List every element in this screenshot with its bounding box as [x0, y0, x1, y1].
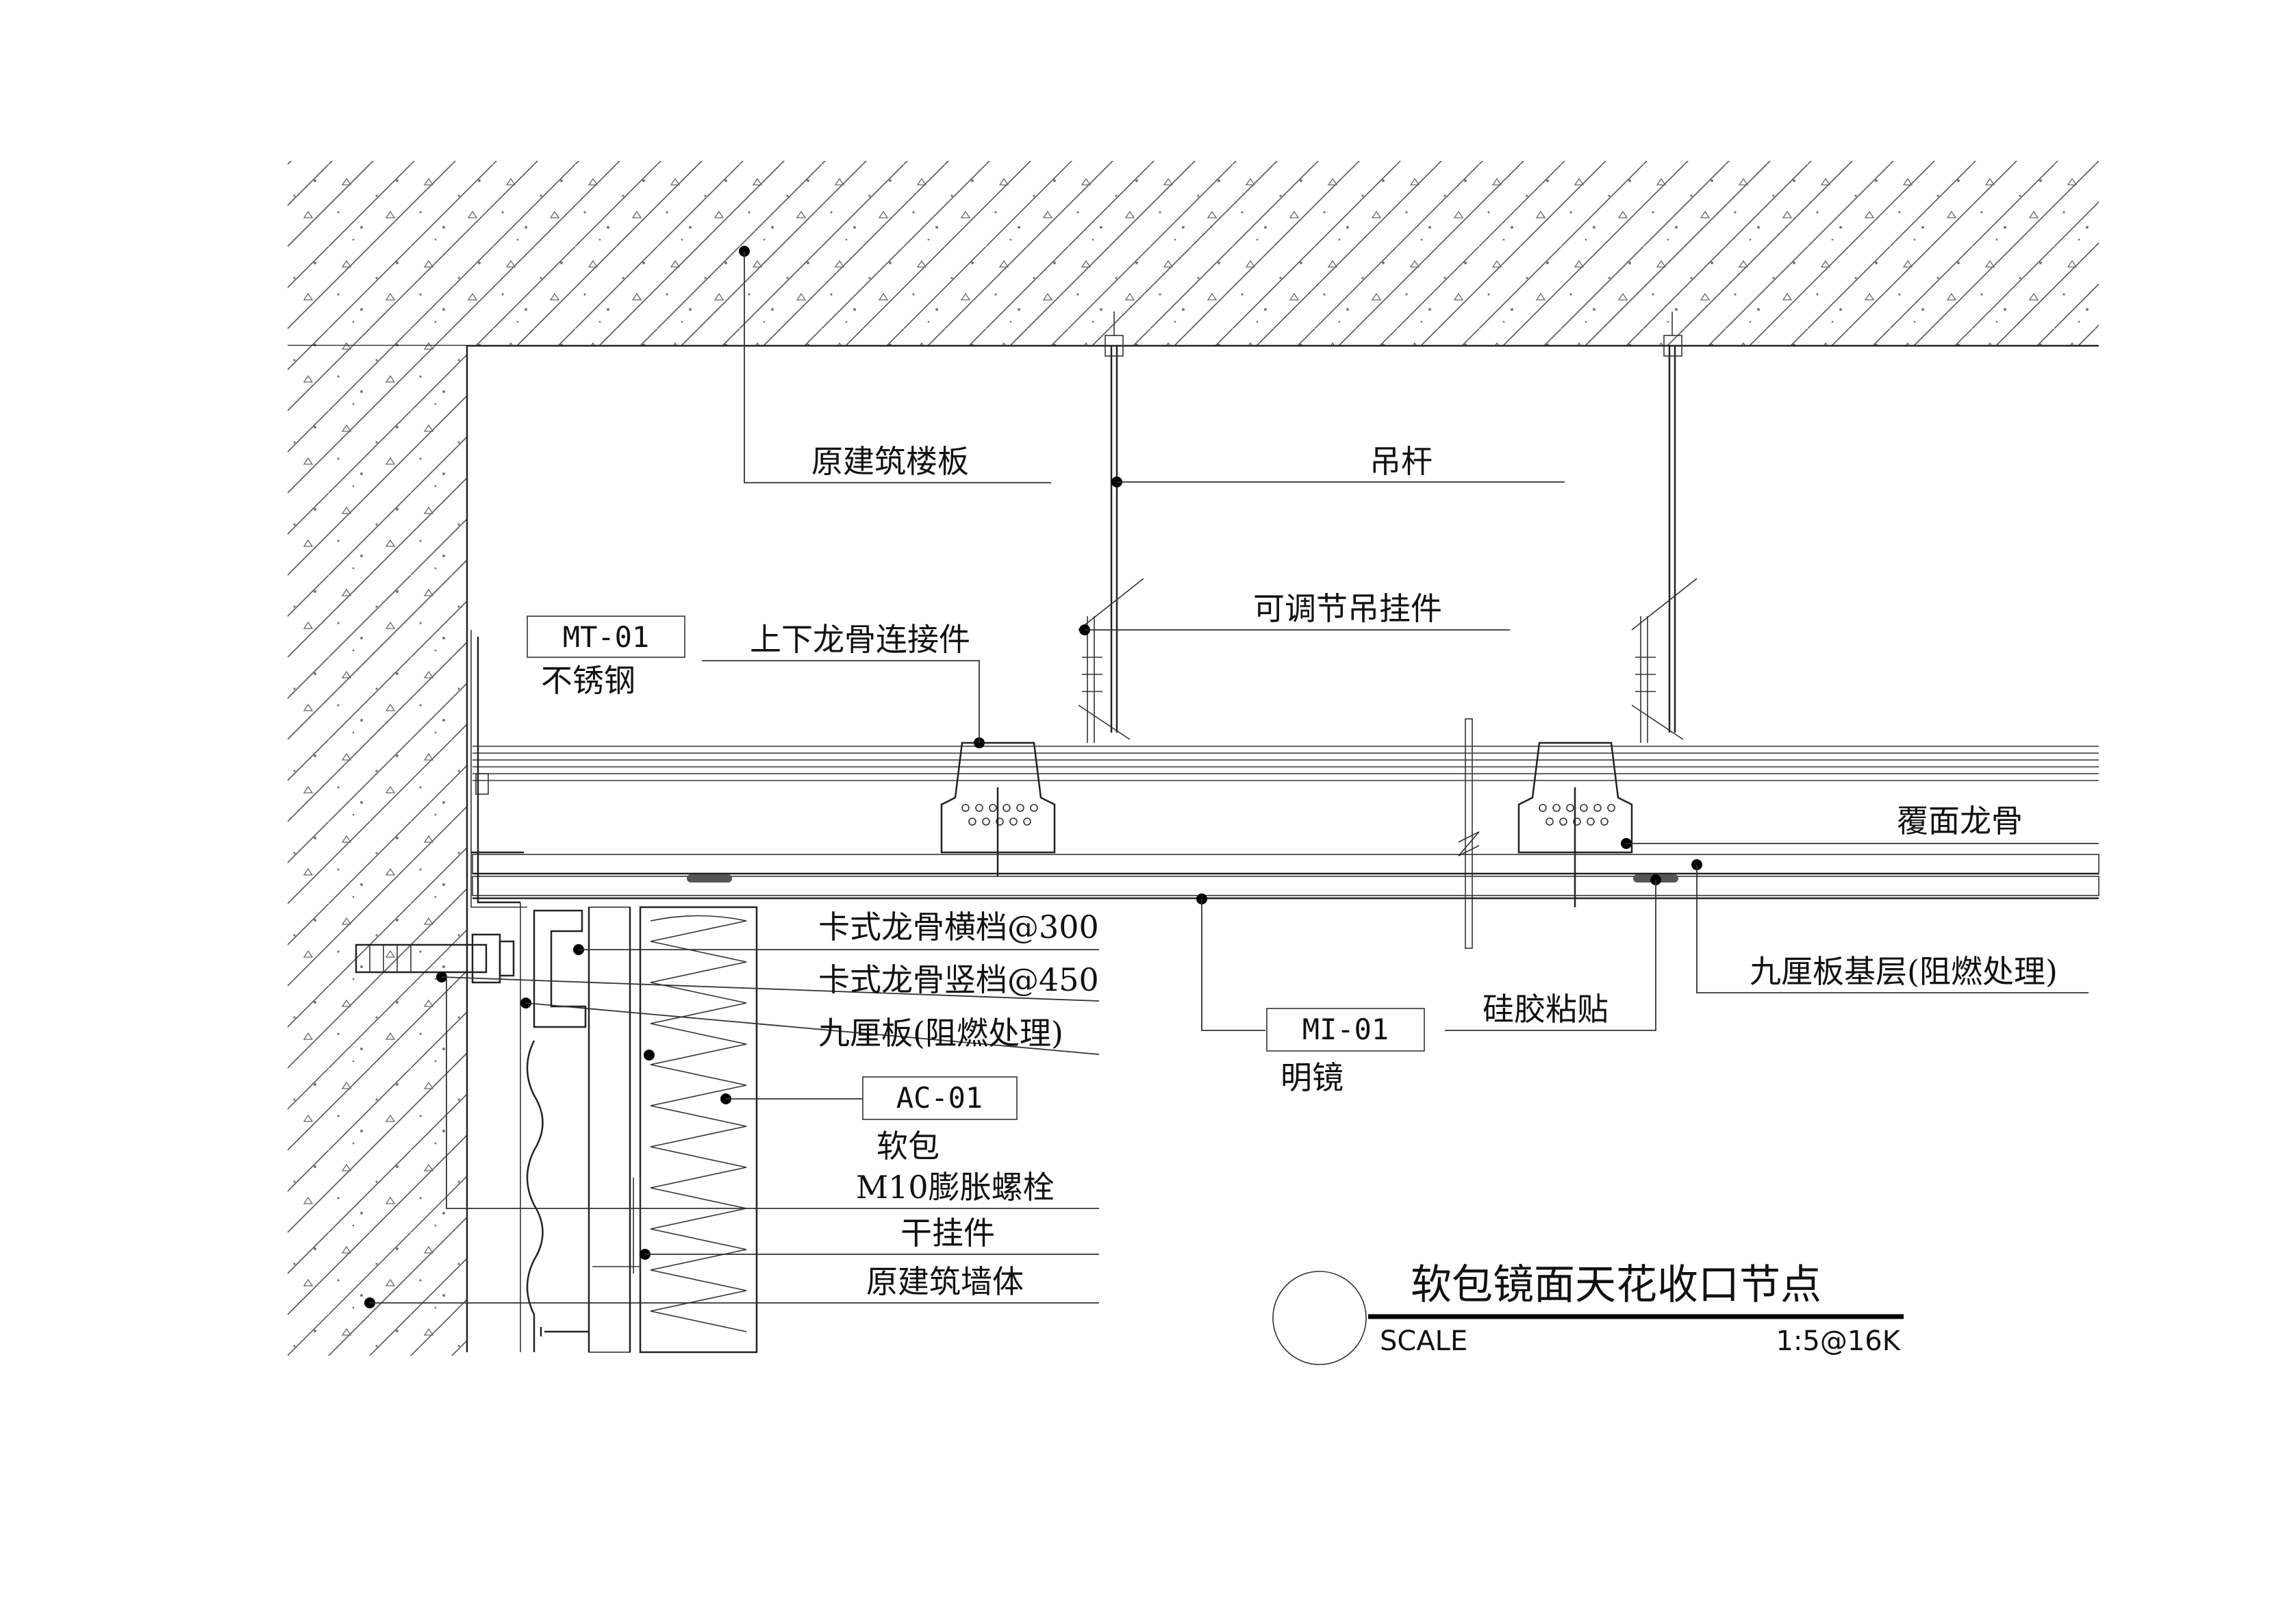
leader-lines	[370, 251, 2099, 1304]
dry-hanger	[540, 1178, 641, 1336]
label-adjustable-hanger: 可调节吊挂件	[1253, 590, 1442, 627]
label-expansion-bolt: M10膨胀螺栓	[856, 1169, 1055, 1206]
break-line	[1458, 718, 1480, 949]
hanger-rod-left	[1105, 312, 1124, 733]
tag-ac-01-text: AC-01	[896, 1081, 983, 1115]
tag-mi-01: MI-01	[1266, 1008, 1425, 1052]
main-keel-band	[472, 746, 2099, 781]
label-plywood-base: 九厘板基层(阻燃处理)	[1750, 953, 2058, 990]
ceiling-plywood-base	[472, 854, 2099, 875]
expansion-bolt	[355, 933, 515, 984]
label-soft-pack: 软包	[876, 1128, 939, 1165]
label-silicone: 硅胶粘贴	[1483, 991, 1609, 1028]
leader-dots	[364, 246, 1702, 1308]
clip-keel	[520, 902, 587, 1352]
ceiling-mirror	[472, 874, 2099, 900]
title-block: 软包镜面天花收口节点 SCALE 1:5@16K	[1272, 1261, 1904, 1365]
floor-slab	[288, 161, 2099, 347]
label-plywood: 九厘板(阻燃处理)	[818, 1015, 1063, 1052]
label-dry-hanger: 干挂件	[900, 1215, 995, 1252]
tag-mi-01-text: MI-01	[1302, 1013, 1389, 1046]
keel-connector-right	[1517, 741, 1633, 907]
label-keel-connector: 上下龙骨连接件	[750, 621, 970, 658]
label-floor-slab: 原建筑楼板	[811, 443, 969, 480]
scale-label: SCALE	[1380, 1325, 1467, 1357]
label-clip-keel-horizontal: 卡式龙骨横档@300	[818, 909, 1099, 946]
label-hanger-rod: 吊杆	[1370, 443, 1433, 480]
soft-pack-panel	[639, 906, 758, 1354]
tag-mt-01: MT-01	[527, 616, 685, 658]
adjustable-hanger-left	[1078, 578, 1144, 743]
building-wall	[288, 346, 468, 1356]
wall-plywood	[588, 906, 631, 1353]
label-wall: 原建筑墙体	[866, 1263, 1024, 1300]
adjustable-hanger-right	[1631, 578, 1698, 743]
tag-mt-01-text: MT-01	[563, 620, 649, 654]
label-clip-keel-vertical: 卡式龙骨竖档@450	[818, 961, 1099, 998]
keel-connector-left	[940, 741, 1056, 876]
drawing-title: 软包镜面天花收口节点	[1411, 1261, 1821, 1309]
stainless-trim	[470, 630, 527, 908]
label-cover-keel: 覆面龙骨	[1897, 802, 2023, 839]
label-mirror: 明镜	[1281, 1059, 1343, 1096]
tag-ac-01: AC-01	[862, 1076, 1018, 1120]
label-stainless: 不锈钢	[541, 662, 635, 699]
hanger-rod-right	[1663, 312, 1682, 733]
scale-value: 1:5@16K	[1776, 1325, 1901, 1357]
